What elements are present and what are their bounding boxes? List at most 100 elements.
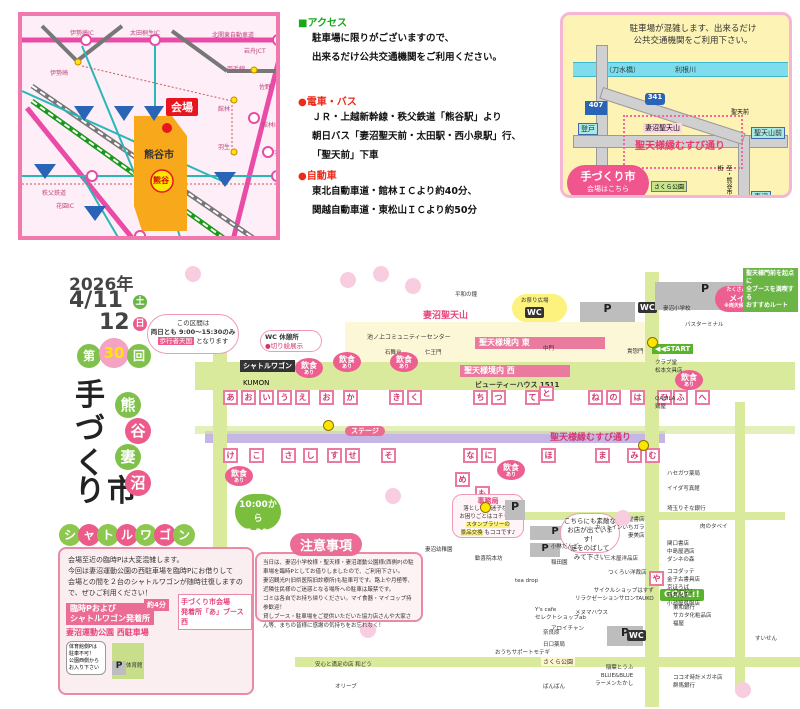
place-label: 伊勢崎 xyxy=(50,70,69,77)
title-char: り xyxy=(75,474,105,509)
river-label: 利根川 xyxy=(675,66,696,74)
booth[interactable]: め xyxy=(455,472,470,487)
booth[interactable]: さ xyxy=(281,448,296,463)
booth[interactable]: と xyxy=(539,386,554,401)
booth[interactable]: す xyxy=(327,448,342,463)
recommended-route-note: 聖天様門前を起点に 全ブースを満喫する おすすめルート xyxy=(743,268,798,312)
gate-label: 中門 xyxy=(543,346,555,352)
side-shops-note: こちらにも素敵な お店が出ています！ 足をのばして みて下さい xyxy=(560,513,620,561)
gate-label: 石舞台 xyxy=(385,350,402,356)
mascot-icon xyxy=(480,502,491,513)
cherry-blossom-icon xyxy=(405,278,421,294)
booth[interactable]: ね xyxy=(588,390,603,405)
bus-stop-label: 聖天前 xyxy=(731,109,750,116)
booth[interactable]: の xyxy=(606,390,621,405)
booth[interactable]: み xyxy=(627,448,642,463)
to-city-label: 至・熊谷市街 xyxy=(716,165,732,195)
start-marker: ◀◀START xyxy=(652,344,694,354)
community-center: 池ノ上コミュニティーセンター xyxy=(367,334,451,341)
venue-label: 会場 xyxy=(166,98,198,116)
booth[interactable]: く xyxy=(407,390,422,405)
bridge-label: （刀水橋） xyxy=(605,66,640,74)
station-label: 熊谷 xyxy=(153,176,169,185)
cherry-blossom-icon xyxy=(615,510,631,526)
caution-title: 注意事項 xyxy=(290,533,363,556)
booth[interactable]: や xyxy=(649,571,664,586)
precinct-east: 聖天様境内 東 xyxy=(475,337,605,349)
food-marker: 飲食あり xyxy=(497,460,525,480)
access-map-roads xyxy=(22,24,276,236)
booth[interactable]: は xyxy=(630,390,645,405)
cherry-blossom-icon xyxy=(735,682,751,698)
booth[interactable]: つ xyxy=(491,390,506,405)
ic-label: 岩舟JCT xyxy=(244,48,266,55)
parking-temple: P xyxy=(580,302,635,322)
booth[interactable]: ま xyxy=(595,448,610,463)
shuttle-heading: シャトルワゴン xyxy=(59,524,195,546)
car-line: 関越自動車道・東松山ＩＣより約50分 xyxy=(312,205,478,216)
region-char: 妻 xyxy=(115,444,141,470)
cherry-blossom-icon xyxy=(340,272,356,288)
ic-label: 館林IC xyxy=(262,122,280,129)
goal-marker: GOAL!! xyxy=(660,589,704,601)
booth[interactable]: う xyxy=(277,390,292,405)
street-label: 聖天様縁むすび通り xyxy=(635,141,725,152)
booth[interactable]: し xyxy=(303,448,318,463)
kindergarten: 妻沼幼稚園 xyxy=(425,547,453,553)
booth[interactable]: こ xyxy=(249,448,264,463)
edition-suffix: 回 xyxy=(127,344,151,368)
event-map: 聖天様境内 東 聖天様境内 西 2026年 4/11 土 12 日 第 30 回… xyxy=(55,262,800,709)
park-label: さくら公園 xyxy=(651,181,688,192)
booth[interactable]: な xyxy=(463,448,478,463)
booth[interactable]: ほ xyxy=(541,448,556,463)
booth[interactable]: お xyxy=(319,390,334,405)
booth[interactable]: ふ xyxy=(673,390,688,405)
ic-label: 北関東自動車道 xyxy=(212,32,255,39)
ic-label: 太田桐生IC xyxy=(130,30,160,37)
place-tag: 聖天山前 xyxy=(751,127,785,139)
region-char: 熊 xyxy=(115,392,141,418)
booth[interactable]: せ xyxy=(345,448,360,463)
parking: P xyxy=(505,500,525,520)
region-char: 谷 xyxy=(125,418,151,444)
road-right xyxy=(735,402,745,692)
road-341 xyxy=(645,272,659,707)
booth[interactable]: へ xyxy=(695,390,710,405)
booth[interactable]: ち xyxy=(473,390,488,405)
venue-bubble: 手づくり市 会場はこちら xyxy=(567,165,649,195)
booth[interactable]: い xyxy=(259,390,274,405)
booth[interactable]: え xyxy=(295,390,310,405)
title-char: く xyxy=(75,446,105,481)
ic-label: 羽生IC xyxy=(274,150,280,157)
booth[interactable]: て xyxy=(525,390,540,405)
booth[interactable]: お xyxy=(241,390,256,405)
shuttle-stop-label: シャトルワゴン xyxy=(240,360,295,372)
train-bus-heading: ●電車・バス xyxy=(298,97,357,108)
shop-list-mid: 棒文堂書店カットインいちガラ妻美店 xyxy=(595,517,645,539)
booth[interactable]: む xyxy=(645,448,660,463)
title-char: 手 xyxy=(75,378,105,413)
day-1-badge: 土 xyxy=(133,295,147,309)
event-date-2: 12 xyxy=(99,310,130,335)
place-label: 館林 xyxy=(218,106,231,113)
school-label: 妻沼小学校 xyxy=(663,306,691,312)
booth[interactable]: そ xyxy=(381,448,396,463)
booth[interactable]: か xyxy=(343,390,358,405)
booth[interactable]: あ xyxy=(223,390,238,405)
ic-label: 花園IC xyxy=(56,203,74,210)
bus-terminal: バスターミナル xyxy=(685,322,724,328)
stage-label: ステージ xyxy=(345,426,385,436)
route-407-shield: 407 xyxy=(585,101,607,115)
booth[interactable]: に xyxy=(481,448,496,463)
booth[interactable]: け xyxy=(223,448,238,463)
gate-label: 仁王門 xyxy=(425,350,442,356)
peace-bell: 平和の鐘 xyxy=(455,292,478,298)
car-line: 東北自動車道・館林ＩＣより約40分、 xyxy=(312,186,478,197)
booth[interactable]: ひ xyxy=(657,390,672,405)
access-heading: ■アクセス xyxy=(298,18,347,29)
gate-label: 貴惣門 xyxy=(627,349,644,355)
cherry-blossom-icon xyxy=(373,266,389,282)
booth[interactable]: き xyxy=(389,390,404,405)
place-label: 佐野 xyxy=(259,84,272,91)
mascot-icon xyxy=(323,420,334,431)
